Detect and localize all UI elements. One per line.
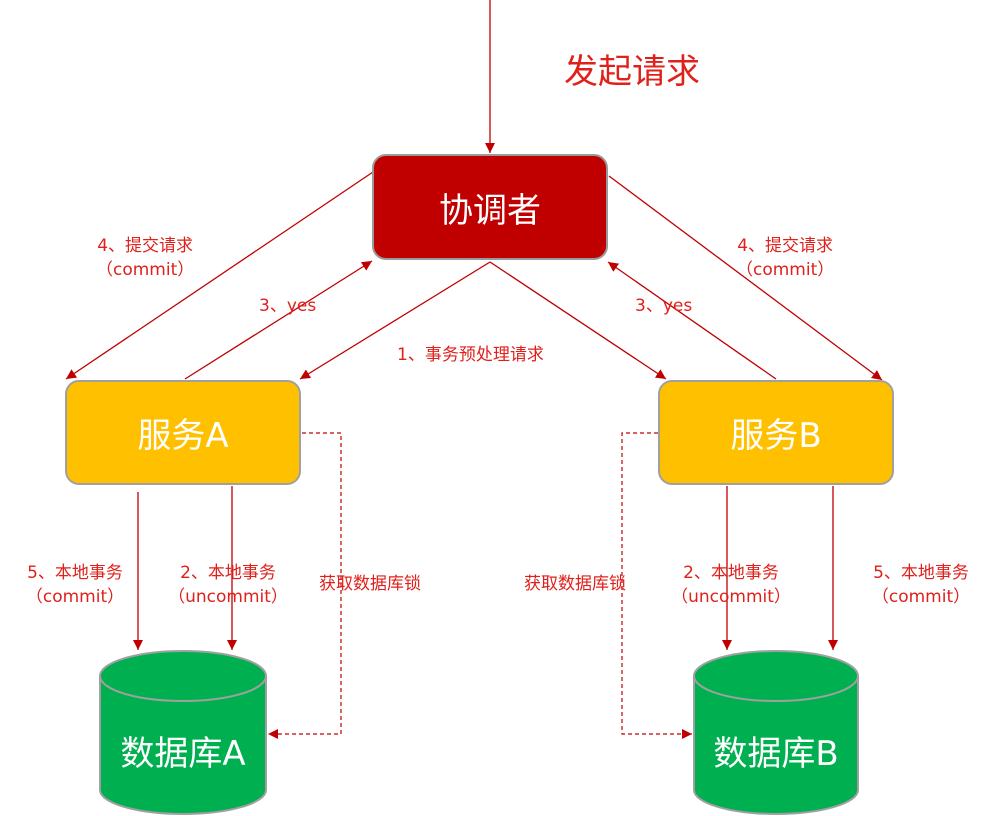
lock-arrow-a	[268, 432, 342, 739]
coordinator-label: 协调者	[439, 190, 541, 231]
local-commit-label-a-line1: 5、本地事务	[27, 563, 123, 583]
service-a-label: 服务A	[137, 416, 229, 456]
local-commit-label-b-line1: 5、本地事务	[873, 563, 969, 583]
service-b-node: 服务B	[658, 380, 894, 485]
prepare-arrow-b	[489, 261, 667, 380]
prepare-arrow-a	[299, 261, 491, 380]
database-b-label: 数据库B	[713, 734, 839, 774]
commit-label-b-line2: （commit）	[736, 260, 835, 280]
database-a-label: 数据库A	[120, 734, 246, 774]
local-uncommit-label-a-line1: 2、本地事务	[180, 563, 276, 583]
database-b-cylinder	[693, 650, 859, 815]
commit-arrow-a	[65, 171, 374, 380]
local-uncommit-label-b-line2: （uncommit）	[671, 587, 791, 607]
local-uncommit-label-a: 2、本地事务 （uncommit）	[158, 561, 298, 609]
commit-label-b: 4、提交请求 （commit）	[736, 234, 834, 282]
commit-arrow-b	[608, 175, 883, 381]
commit-label-a: 4、提交请求 （commit）	[96, 234, 194, 282]
local-commit-label-b: 5、本地事务 （commit）	[856, 561, 986, 609]
yes-arrow-a	[184, 260, 373, 380]
coordinator-node: 协调者	[372, 154, 608, 260]
local-uncommit-label-b: 2、本地事务 （uncommit）	[661, 561, 801, 609]
yes-label-a: 3、yes	[259, 296, 317, 316]
lock-arrow-b	[621, 432, 692, 739]
yes-label-b: 3、yes	[635, 296, 693, 316]
service-a-node: 服务A	[65, 380, 301, 485]
local-commit-label-a: 5、本地事务 （commit）	[10, 561, 140, 609]
lock-label-a: 获取数据库锁	[319, 574, 421, 594]
commit-label-a-line1: 4、提交请求	[97, 236, 194, 256]
local-uncommit-label-a-line2: （uncommit）	[168, 587, 288, 607]
service-b-label: 服务B	[730, 416, 822, 456]
commit-label-a-line2: （commit）	[96, 260, 195, 280]
yes-arrow-b	[607, 261, 777, 380]
prepare-label: 1、事务预处理请求	[397, 345, 544, 365]
lock-label-b: 获取数据库锁	[524, 574, 626, 594]
request-title: 发起请求	[564, 52, 700, 92]
local-uncommit-label-b-line1: 2、本地事务	[683, 563, 779, 583]
database-a-cylinder	[99, 650, 267, 815]
local-commit-label-a-line2: （commit）	[25, 587, 125, 607]
commit-label-b-line1: 4、提交请求	[737, 236, 834, 256]
local-commit-label-b-line2: （commit）	[871, 587, 971, 607]
